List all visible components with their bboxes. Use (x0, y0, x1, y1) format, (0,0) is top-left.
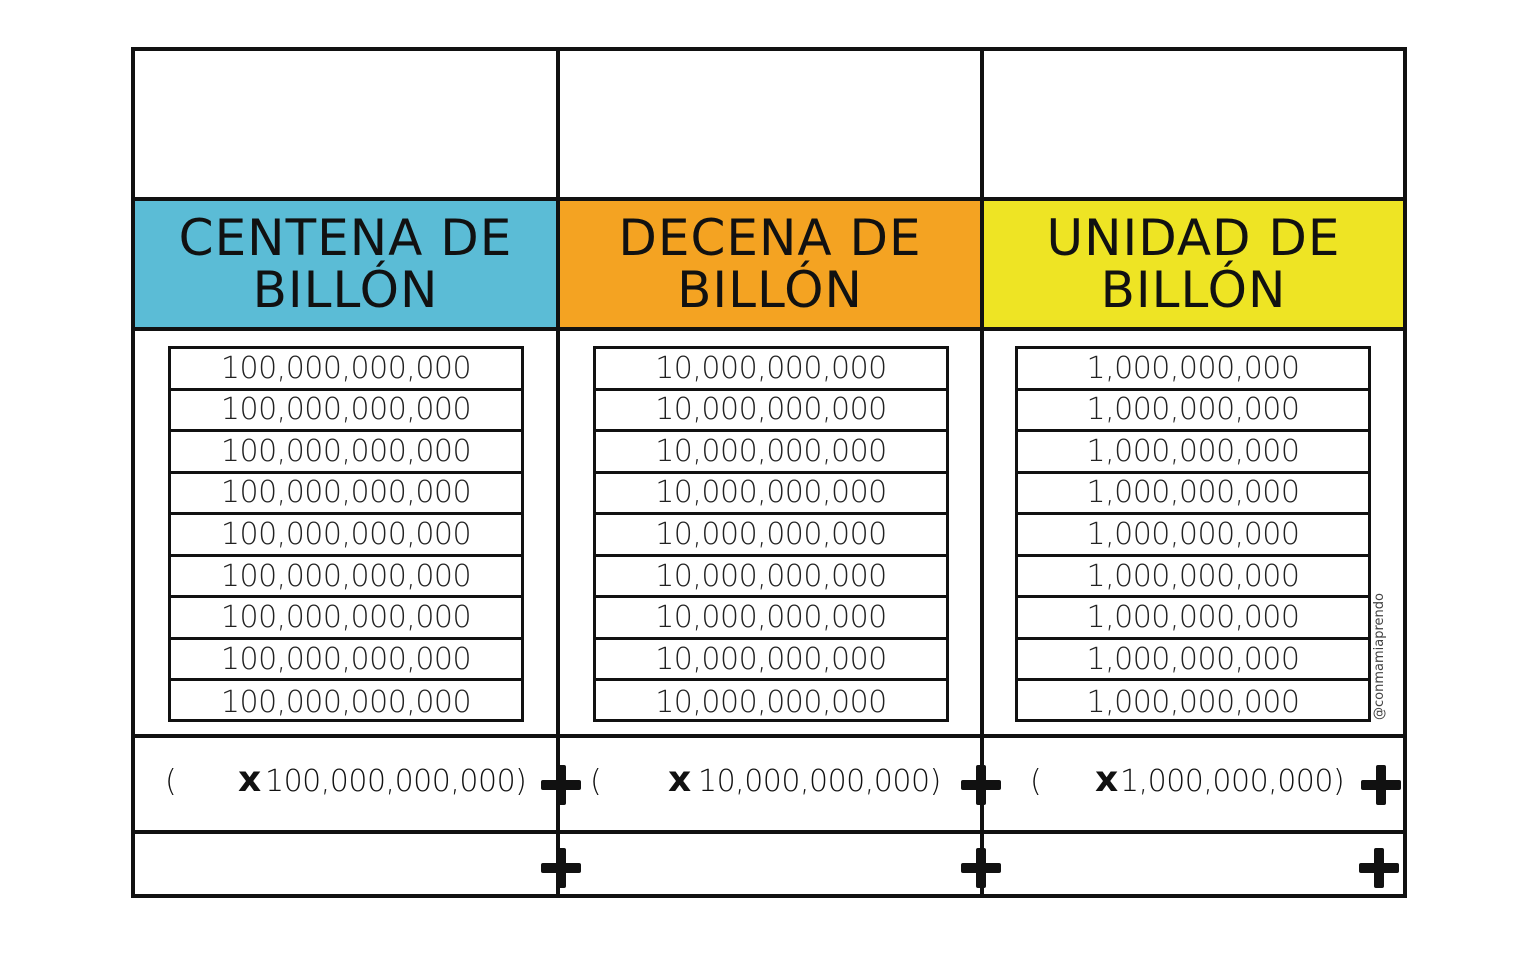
plus-icon (541, 765, 581, 805)
plus-icon (541, 848, 581, 888)
value-strip[interactable]: 100,000,000,000 (220, 684, 472, 720)
header-bg-unidad (984, 201, 1403, 327)
header-line: BILLÓN (677, 261, 863, 319)
header-decena-de-billon: DECENA DE BILLÓN (560, 201, 980, 327)
row-divider (135, 734, 1403, 738)
column-divider (556, 51, 560, 894)
value-strip[interactable]: 10,000,000,000 (655, 684, 887, 720)
value-strip[interactable]: 10,000,000,000 (596, 391, 946, 433)
value-strip[interactable]: 10,000,000,000 (596, 432, 946, 474)
value-strips-centena: 100,000,000,000 100,000,000,000 100,000,… (168, 346, 524, 722)
value-strip[interactable]: 1,000,000,000 (1018, 391, 1368, 433)
header-bg-centena (135, 201, 556, 327)
times-sign: x (238, 759, 262, 800)
times-sign: x (668, 759, 692, 800)
header-line: DECENA DE (618, 209, 922, 267)
multiplier-centena: 100,000,000,000) (265, 764, 527, 799)
value-strip[interactable]: 10,000,000,000 (596, 349, 946, 391)
open-paren: ( (1030, 764, 1042, 799)
value-strip[interactable]: 100,000,000,000 (171, 391, 521, 433)
value-strip[interactable]: 1,000,000,000 (1018, 598, 1368, 640)
value-strip[interactable]: 100,000,000,000 (171, 432, 521, 474)
column-divider (980, 51, 984, 894)
plus-icon (1361, 765, 1401, 805)
value-strip[interactable]: 1,000,000,000 (1018, 557, 1368, 599)
plus-icon (961, 848, 1001, 888)
value-strip[interactable]: 1,000,000,000 (1018, 640, 1368, 682)
credit-watermark: @conmamiaprendo (1372, 593, 1387, 720)
value-strip[interactable]: 100,000,000,000 (171, 515, 521, 557)
header-unidad-de-billon: UNIDAD DE BILLÓN (984, 201, 1403, 327)
value-strip[interactable]: 1,000,000,000 (1018, 432, 1368, 474)
plus-icon (961, 765, 1001, 805)
header-bg-decena (560, 201, 980, 327)
value-strip[interactable]: 1,000,000,000 (1018, 474, 1368, 516)
row-divider (135, 830, 1403, 834)
value-strip[interactable]: 100,000,000,000 (171, 557, 521, 599)
value-strip[interactable]: 10,000,000,000 (596, 557, 946, 599)
value-strip[interactable]: 10,000,000,000 (596, 640, 946, 682)
multiplier-decena: 10,000,000,000) (698, 764, 941, 799)
place-value-chart: CENTENA DE BILLÓN DECENA DE BILLÓN UNIDA… (131, 47, 1407, 898)
header-line: CENTENA DE (178, 209, 513, 267)
value-strip[interactable]: 100,000,000,000 (171, 349, 521, 391)
multiplier-unidad: 1,000,000,000) (1120, 764, 1345, 799)
value-strip[interactable]: 10,000,000,000 (596, 598, 946, 640)
plus-icon (1359, 848, 1399, 888)
row-divider (135, 197, 1403, 201)
value-strip[interactable]: 1,000,000,000 (1086, 684, 1300, 720)
value-strip[interactable]: 10,000,000,000 (596, 474, 946, 516)
value-strip[interactable]: 1,000,000,000 (1018, 515, 1368, 557)
header-line: BILLÓN (252, 261, 439, 319)
value-strip[interactable]: 100,000,000,000 (171, 640, 521, 682)
row-divider (135, 327, 1403, 331)
open-paren: ( (590, 764, 602, 799)
header-centena-de-billon: CENTENA DE BILLÓN (135, 201, 556, 327)
value-strips-unidad: 1,000,000,000 1,000,000,000 1,000,000,00… (1015, 346, 1371, 722)
header-line: UNIDAD DE (1046, 209, 1341, 267)
value-strips-decena: 10,000,000,000 10,000,000,000 10,000,000… (593, 346, 949, 722)
value-strip[interactable]: 10,000,000,000 (596, 515, 946, 557)
value-strip[interactable]: 100,000,000,000 (171, 598, 521, 640)
times-sign: x (1095, 759, 1119, 800)
value-strip[interactable]: 1,000,000,000 (1018, 349, 1368, 391)
value-strip[interactable]: 100,000,000,000 (171, 474, 521, 516)
open-paren: ( (165, 764, 177, 799)
header-line: BILLÓN (1100, 261, 1287, 319)
